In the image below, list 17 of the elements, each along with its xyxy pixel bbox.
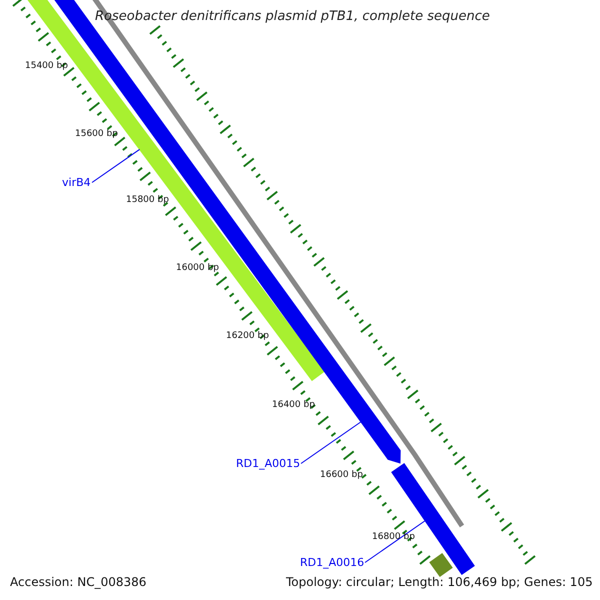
tick-label: 16200 bp [226,331,269,341]
leader-line [92,148,140,183]
info-text: Accession: NC_008386 [10,575,146,589]
leader-line [300,421,362,464]
gene-label: RD1_A0016 [300,556,364,569]
leader-line [364,520,426,563]
tick-label: 15400 bp [25,61,68,71]
tick-label: 15600 bp [75,129,118,139]
gene-segment [429,552,453,578]
gene-label: RD1_A0015 [236,457,300,470]
tick-label: 16000 bp [176,263,219,273]
gene-label: virB4 [62,176,91,189]
info-text: Topology: circular; Length: 106,469 bp; Genes: 105 [286,575,593,589]
map-title: Roseobacter denitrificans plasmid pTB1, complete sequence [95,9,490,24]
tick-label: 15800 bp [126,195,169,205]
tick-label: 16400 bp [272,400,315,410]
tick-label: 16800 bp [372,532,415,542]
